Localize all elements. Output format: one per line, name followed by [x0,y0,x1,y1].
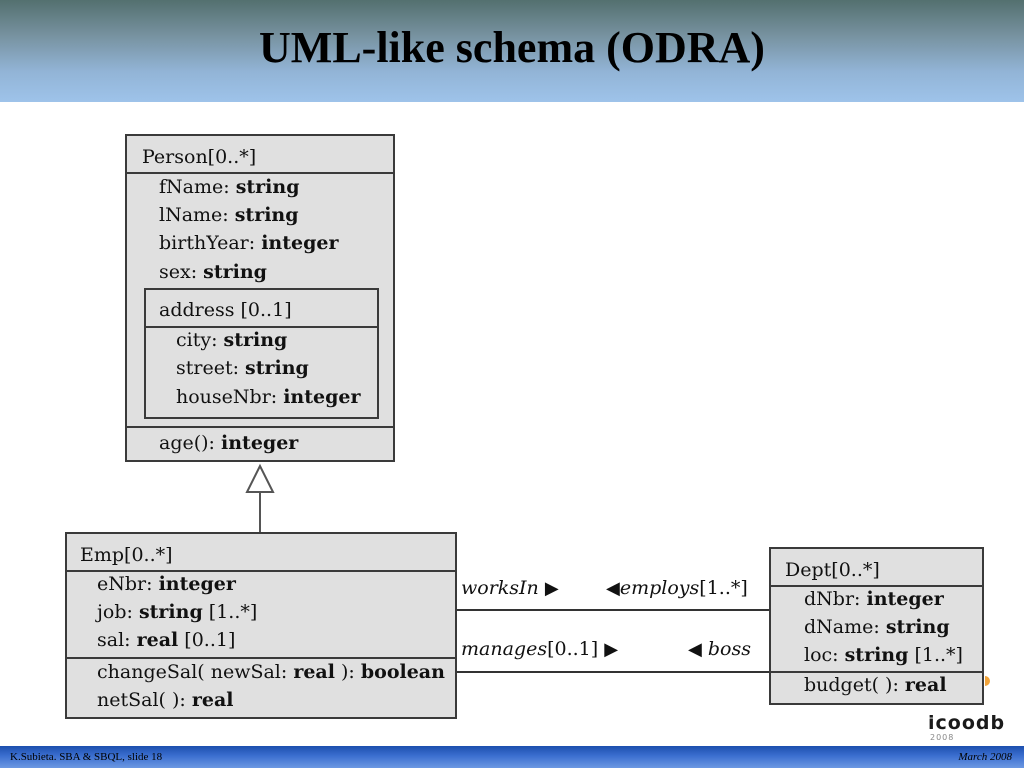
assoc-worksin-label: worksIn ▶ [461,577,559,599]
emp-attr-sal: sal: real [0..1] [97,629,236,651]
emp-method-netsal: netSal( ): real [97,689,234,711]
address-header: address [0..1] [159,299,292,321]
assoc-boss-label: ◀ boss [688,638,751,660]
emp-header-divider [67,570,455,572]
emp-class-header: Emp[0..*] [80,544,173,566]
generalization-arrowhead [245,463,275,493]
assoc-employs-label: ◀employs[1..*] [606,577,748,599]
person-header-divider [127,172,393,174]
slide-footer: K.Subieta. SBA & SBQL, slide 18 March 20… [0,746,1024,768]
left-triangle-icon: ◀ [606,578,620,599]
dept-attr-dname: dName: string [804,616,950,638]
address-subobject: address [0..1] city: string street: stri… [144,288,379,419]
dept-method-budget: budget( ): real [804,674,947,696]
address-attr-street: street: string [176,357,309,379]
dept-class-header: Dept[0..*] [785,559,880,581]
footer-author-slide: K.Subieta. SBA & SBQL, slide 18 [10,751,163,763]
person-attr-birthyear: birthYear: integer [159,232,339,254]
emp-methods-divider [67,657,455,659]
emp-method-changesal: changeSal( newSal: real ): boolean [97,661,445,683]
logo-year: 2008 [930,733,955,742]
emp-attr-enbr: eNbr: integer [97,573,236,595]
person-methods-divider [127,426,393,428]
person-attr-fname: fName: string [159,176,300,198]
slide-title: UML-like schema (ODRA) [259,23,765,72]
person-class-header: Person[0..*] [142,146,257,168]
assoc-manages-label: manages[0..1] ▶ [461,638,619,660]
emp-class: Emp[0..*] eNbr: integer job: string [1..… [65,532,457,719]
footer-date: March 2008 [958,751,1012,763]
dept-header-divider [771,585,982,587]
person-method-age: age(): integer [159,432,299,454]
right-triangle-icon: ▶ [604,639,619,660]
emp-attr-job: job: string [1..*] [97,601,258,623]
person-attr-lname: lName: string [159,204,299,226]
logo-word: icoodb [928,712,1006,734]
orange-dot-decoration [985,676,990,686]
dept-class: Dept[0..*] dNbr: integer dName: string l… [769,547,984,705]
dept-attr-loc: loc: string [1..*] [804,644,963,666]
left-triangle-icon: ◀ [688,639,702,660]
dept-attr-dnbr: dNbr: integer [804,588,944,610]
icoodb-logo: icoodb 2008 [928,712,1016,742]
slide-header-band [0,0,1024,102]
dept-methods-divider [771,671,982,673]
right-triangle-icon: ▶ [544,578,559,599]
person-attr-sex: sex: string [159,261,267,283]
address-attr-housenbr: houseNbr: integer [176,386,361,408]
address-header-divider [146,326,377,328]
address-attr-city: city: string [176,329,288,351]
person-class: Person[0..*] fName: string lName: string… [125,134,395,462]
